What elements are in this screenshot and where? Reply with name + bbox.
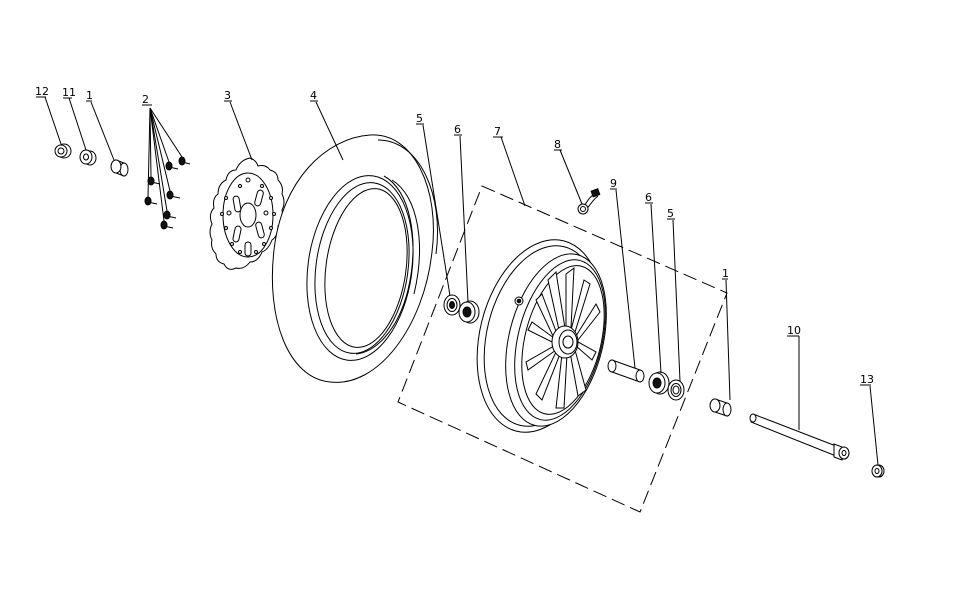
callout-2: 2 bbox=[142, 93, 149, 106]
part-13-nut bbox=[871, 464, 885, 478]
callout-5-right: 5 bbox=[667, 207, 674, 220]
part-1-spacer-left bbox=[110, 159, 129, 177]
part-6-seal-left bbox=[458, 300, 480, 324]
callout-6-right: 6 bbox=[645, 191, 652, 204]
bolt bbox=[144, 196, 158, 206]
part-3-brake-disc bbox=[209, 157, 285, 270]
part-7-wheel-rim bbox=[476, 239, 607, 433]
callout-3: 3 bbox=[224, 89, 231, 102]
callout-13: 13 bbox=[860, 373, 874, 386]
callout-5: 5 bbox=[416, 112, 423, 125]
bolt bbox=[165, 161, 179, 171]
part-5-bearing-right bbox=[667, 379, 685, 401]
callout-11: 11 bbox=[62, 86, 76, 99]
callout-6: 6 bbox=[454, 123, 461, 136]
callout-labels: 12 11 1 2 3 4 5 6 7 8 9 6 5 1 10 13 bbox=[35, 85, 874, 386]
callout-1-right: 1 bbox=[722, 267, 729, 280]
part-10-axle bbox=[749, 413, 850, 461]
part-1-spacer-right bbox=[709, 398, 732, 417]
callout-1: 1 bbox=[86, 89, 93, 102]
part-11-nut bbox=[79, 149, 97, 166]
part-9-spacer-tube bbox=[607, 359, 645, 383]
callout-8: 8 bbox=[554, 138, 561, 151]
callout-9: 9 bbox=[610, 177, 617, 190]
bolt bbox=[160, 220, 174, 230]
leader-lines bbox=[36, 96, 879, 466]
callout-7: 7 bbox=[494, 125, 501, 138]
part-8-valve bbox=[577, 188, 601, 215]
bolt bbox=[166, 190, 181, 200]
part-2-disc-bolts bbox=[144, 156, 191, 230]
callout-10: 10 bbox=[787, 324, 801, 337]
callout-12: 12 bbox=[35, 85, 49, 98]
part-4-tire bbox=[271, 134, 438, 383]
part-12-cap-nut bbox=[54, 143, 72, 159]
bolt bbox=[163, 210, 177, 220]
part-6-seal-right bbox=[648, 371, 670, 395]
callout-4: 4 bbox=[310, 89, 317, 102]
part-5-bearing-left bbox=[443, 294, 461, 316]
assembly-boundary bbox=[397, 185, 728, 513]
bolt bbox=[178, 156, 191, 166]
